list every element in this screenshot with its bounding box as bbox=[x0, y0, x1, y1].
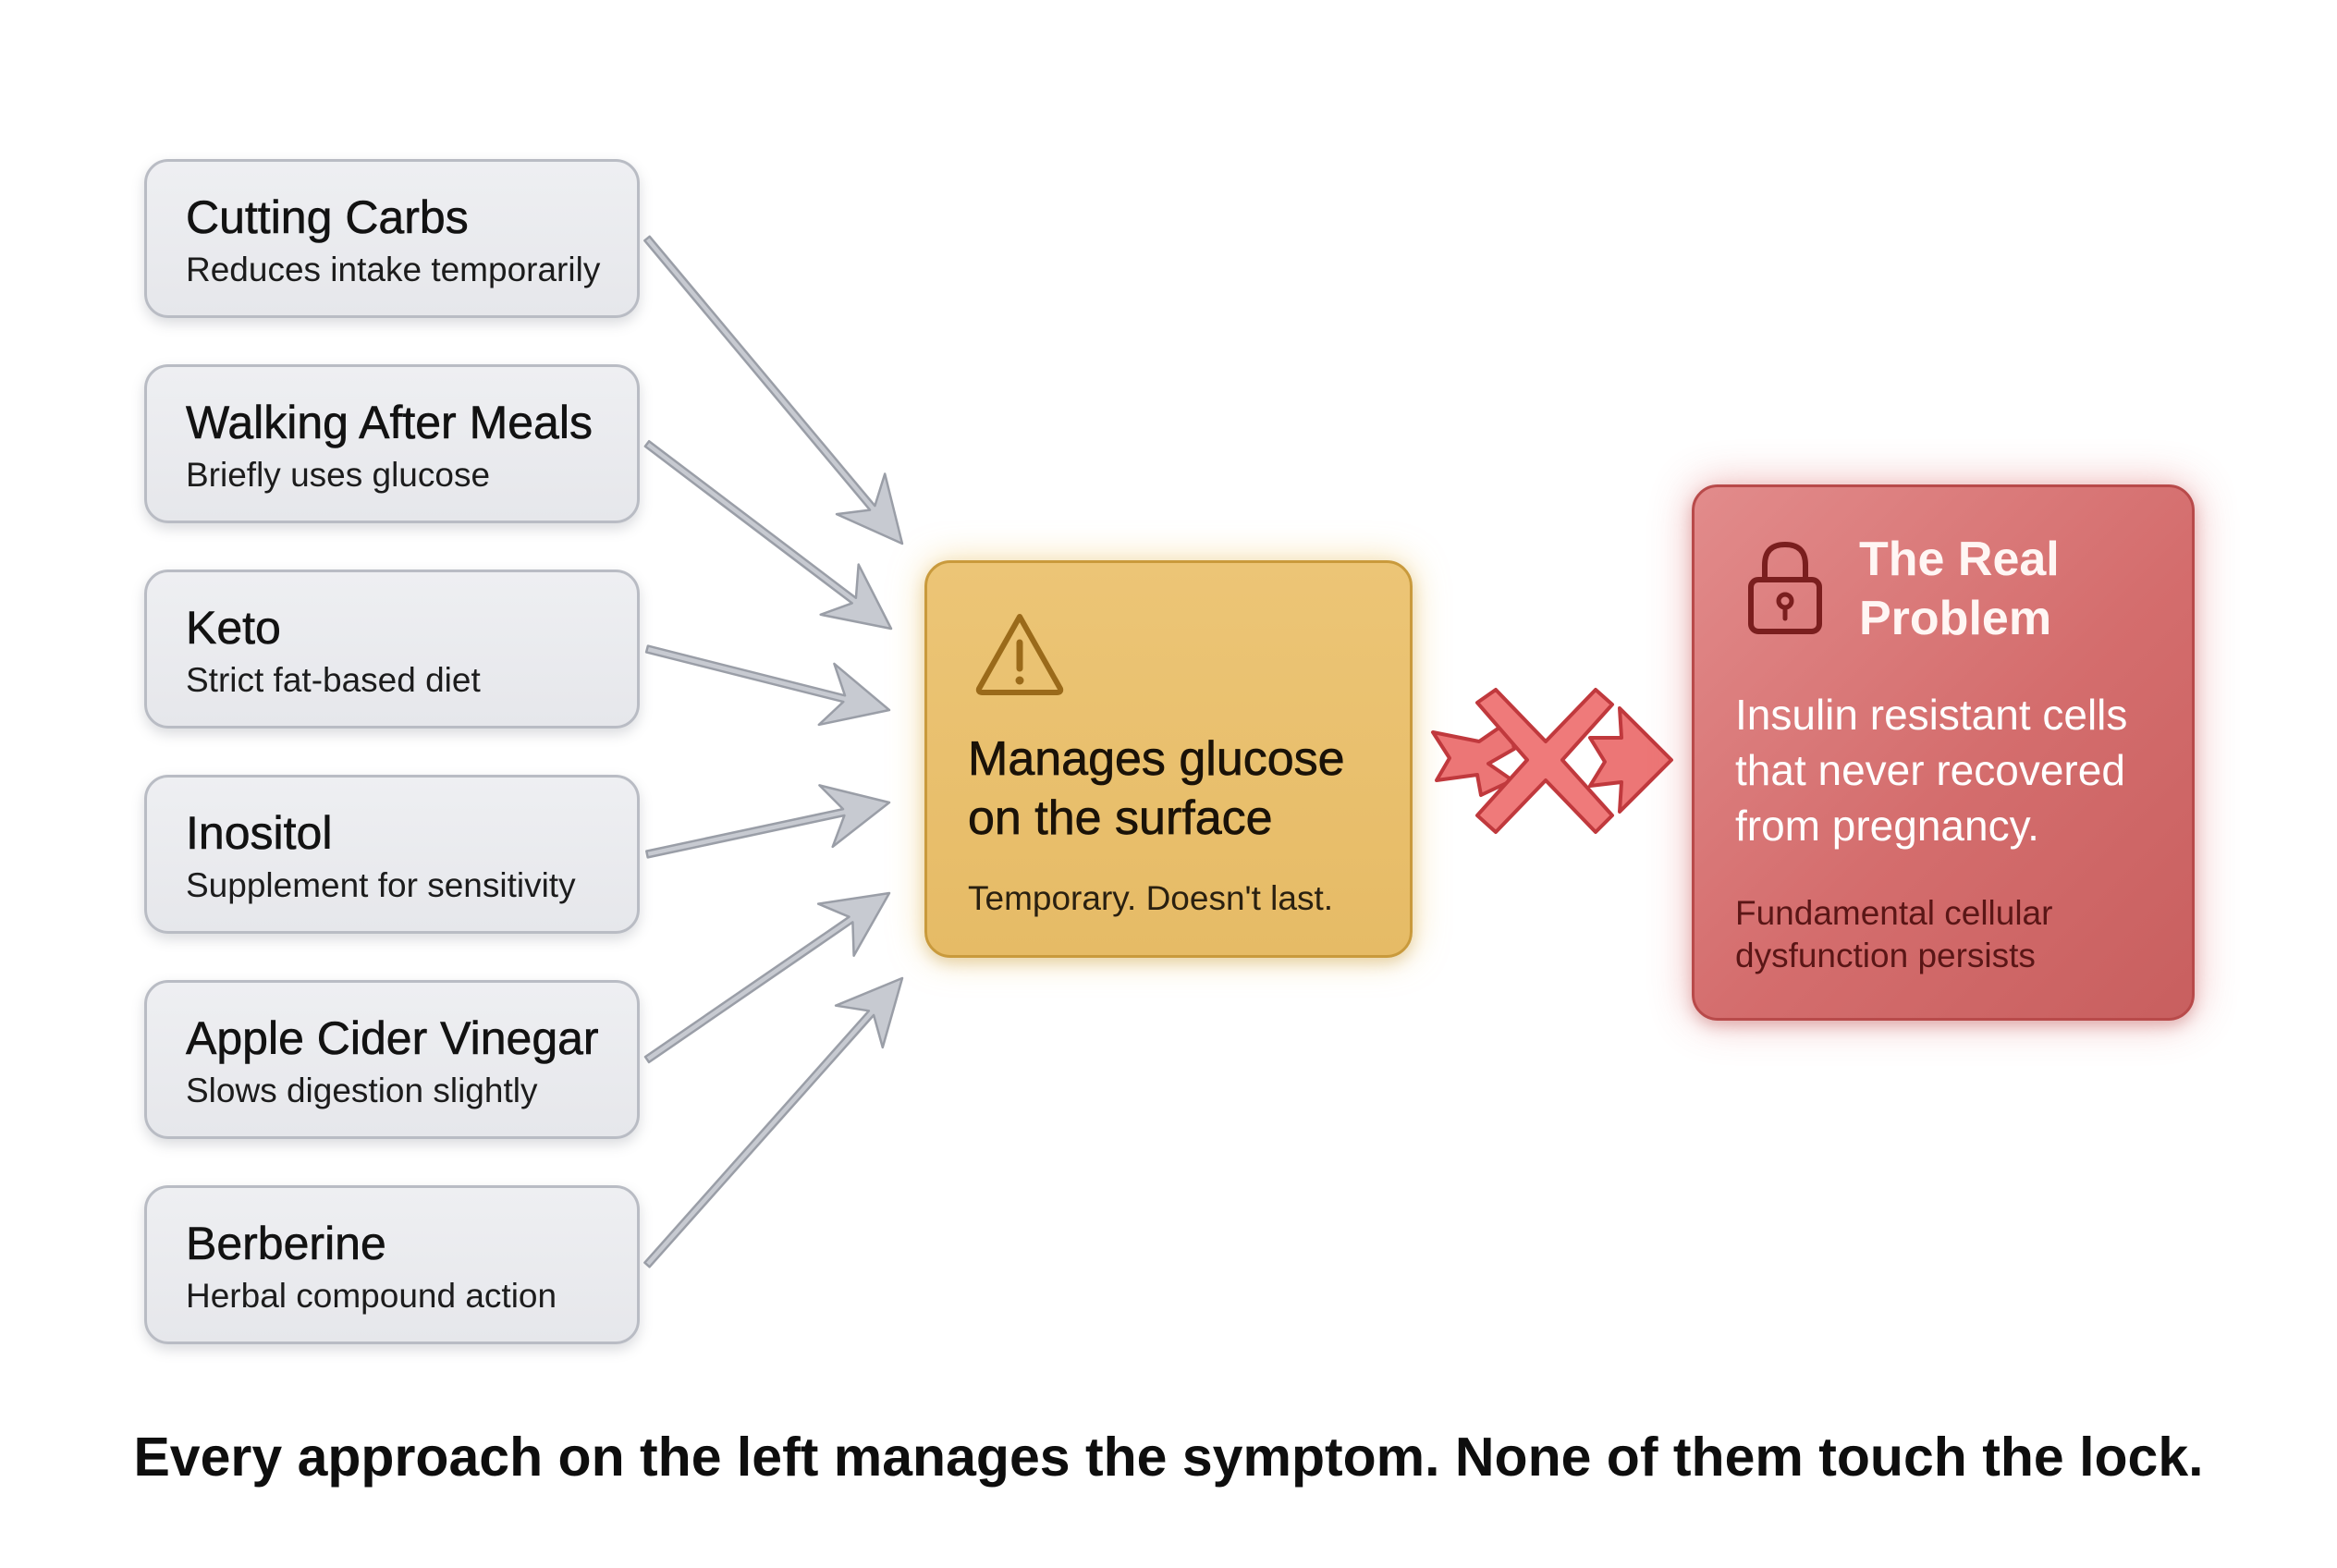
symptom-title-line: Manages glucose bbox=[968, 732, 1345, 787]
problem-body-line: Insulin resistant cells bbox=[1735, 691, 2128, 739]
approach-card-apple-cider-vinegar: Apple Cider Vinegar Slows digestion slig… bbox=[144, 980, 640, 1139]
caption: Every approach on the left manages the s… bbox=[133, 1427, 2204, 1488]
arrow-5 bbox=[643, 891, 891, 1064]
problem-body-line: that never recovered bbox=[1735, 746, 2125, 794]
approach-description: Slows digestion slightly bbox=[186, 1072, 538, 1109]
approach-title: Keto bbox=[186, 602, 281, 655]
problem-note: Fundamental cellular dysfunction persist… bbox=[1735, 892, 2052, 977]
approach-title: Inositol bbox=[186, 807, 333, 860]
arrow-1 bbox=[643, 235, 904, 545]
approach-description: Supplement for sensitivity bbox=[186, 866, 576, 904]
approach-title: Berberine bbox=[186, 1218, 386, 1270]
arrow-2 bbox=[643, 439, 893, 631]
warning-icon bbox=[975, 614, 1064, 695]
arrow-3 bbox=[644, 644, 891, 727]
approach-card-inositol: Inositol Supplement for sensitivity bbox=[144, 775, 640, 934]
approach-description: Herbal compound action bbox=[186, 1277, 557, 1315]
problem-title-line: Problem bbox=[1859, 592, 2052, 645]
symptom-note: Temporary. Doesn't last. bbox=[968, 879, 1334, 917]
approach-card-berberine: Berberine Herbal compound action bbox=[144, 1185, 640, 1344]
blocked-x-icon bbox=[1431, 688, 1673, 834]
symptom-title: Manages glucose on the surface bbox=[968, 729, 1345, 848]
problem-note-line: Fundamental cellular bbox=[1735, 894, 2053, 932]
real-problem-box: The Real Problem Insulin resistant cells… bbox=[1692, 484, 2195, 1021]
problem-title: The Real Problem bbox=[1859, 530, 2060, 648]
arrow-6 bbox=[643, 976, 904, 1268]
approach-description: Strict fat-based diet bbox=[186, 661, 481, 699]
problem-title-line: The Real bbox=[1859, 533, 2060, 586]
approach-description: Briefly uses glucose bbox=[186, 456, 491, 494]
arrow-4 bbox=[645, 784, 891, 859]
approach-title: Walking After Meals bbox=[186, 397, 593, 449]
approach-card-keto: Keto Strict fat-based diet bbox=[144, 570, 640, 729]
problem-note-line: dysfunction persists bbox=[1735, 937, 2036, 974]
symptom-title-line: on the surface bbox=[968, 791, 1273, 846]
problem-body-line: from pregnancy. bbox=[1735, 802, 2039, 850]
problem-body: Insulin resistant cells that never recov… bbox=[1735, 687, 2127, 853]
lock-icon bbox=[1748, 541, 1822, 634]
symptom-box: Manages glucose on the surface Temporary… bbox=[924, 560, 1413, 958]
approach-title: Cutting Carbs bbox=[186, 191, 469, 244]
approach-card-cutting-carbs: Cutting Carbs Reduces intake temporarily bbox=[144, 159, 640, 318]
approach-card-walking-after-meals: Walking After Meals Briefly uses glucose bbox=[144, 364, 640, 523]
approach-title: Apple Cider Vinegar bbox=[186, 1012, 599, 1065]
approach-description: Reduces intake temporarily bbox=[186, 251, 601, 288]
